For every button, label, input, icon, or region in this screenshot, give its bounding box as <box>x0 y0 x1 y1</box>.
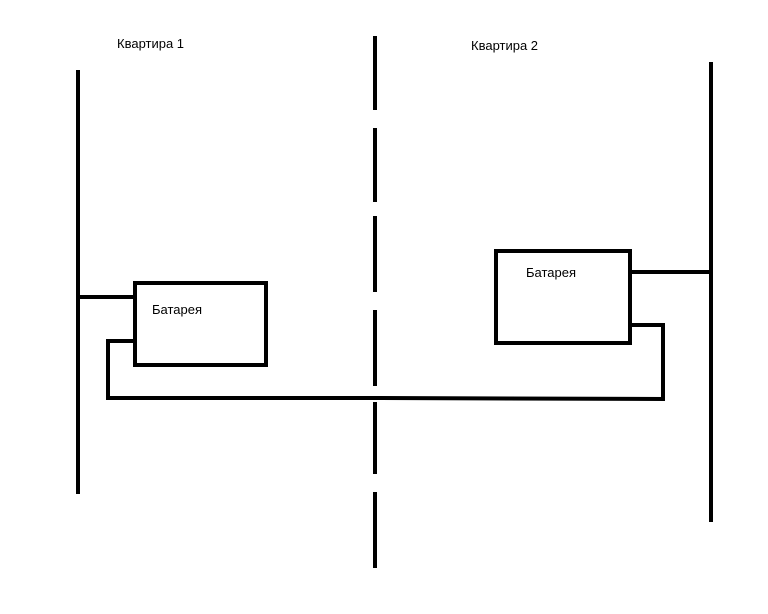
apartment-1-label: Квартира 1 <box>117 36 185 51</box>
radiator-2-label: Батарея <box>526 265 577 280</box>
apartment-2-label: Квартира 2 <box>471 38 539 53</box>
return-pipe-radiator-1 <box>106 339 137 400</box>
return-pipe-radiator-2 <box>628 323 665 401</box>
radiator-box-1 <box>133 281 268 367</box>
shared-return-pipe <box>106 396 666 402</box>
radiator-1-label: Батарея <box>152 302 203 317</box>
radiator-box-2 <box>494 249 632 345</box>
